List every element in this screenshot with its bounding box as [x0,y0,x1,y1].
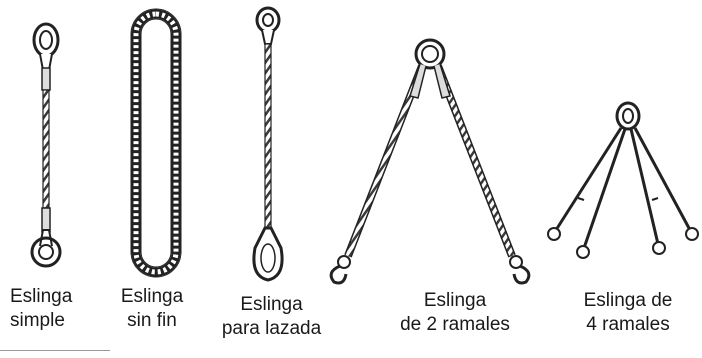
label-line1: Eslinga [240,294,303,315]
label-line2: para lazada [221,318,322,339]
label-eslinga-4-ramales: Eslinga de 4 ramales [568,289,688,337]
sling-simple-drawing [30,22,62,268]
label-line1: Eslinga [423,290,487,311]
label-eslinga-para-lazada: Eslinga para lazada [204,293,339,341]
label-line2: simple [10,310,65,331]
bottom-divider [0,350,110,351]
label-line2: 4 ramales [586,314,670,335]
label-eslinga-2-ramales: Eslinga de 2 ramales [380,289,530,337]
label-line1: Eslinga [10,286,73,307]
sling-2-ramales-drawing [329,38,531,285]
sling-lazada-drawing [252,6,284,282]
sling-4-ramales-drawing [547,101,699,259]
label-eslinga-simple: Eslinga simple [10,285,95,333]
label-line1: Eslinga de [583,290,673,311]
label-line2: de 2 ramales [400,314,510,335]
label-line1: Eslinga [120,286,184,307]
label-eslinga-sin-fin: Eslinga sin fin [112,285,192,333]
label-line2: sin fin [127,310,177,331]
sling-sin-fin-drawing [130,8,182,278]
